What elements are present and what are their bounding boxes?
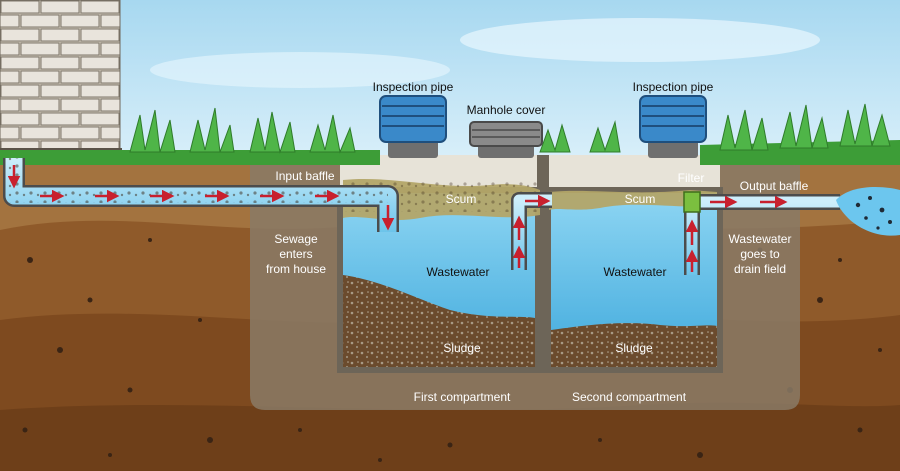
sludge-first	[343, 275, 535, 367]
drain-field-particles	[855, 196, 892, 230]
cloud	[460, 18, 820, 62]
first-compartment-label: First compartment	[414, 390, 511, 404]
output-baffle-label: Output baffle	[740, 179, 809, 193]
sewage-label-line1: Sewage	[274, 232, 318, 246]
wastewater-label-first: Wastewater	[427, 265, 490, 279]
scum-label-second: Scum	[625, 192, 656, 206]
second-compartment-label: Second compartment	[572, 390, 687, 404]
wastewater-label-second: Wastewater	[604, 265, 667, 279]
filter	[683, 191, 701, 213]
ground-left	[0, 150, 380, 165]
sewage-label-line2: enters	[279, 247, 312, 261]
inspection-pipe-right-label: Inspection pipe	[633, 80, 714, 94]
outlet-flow-arrows	[685, 195, 788, 272]
sewage-label-line3: from house	[266, 262, 326, 276]
scum-label-first: Scum	[446, 192, 477, 206]
inspection-pipe-left-label: Inspection pipe	[373, 80, 454, 94]
inspection-pipe-right	[639, 95, 707, 158]
grass-tufts	[129, 103, 891, 154]
drain-label-line2: goes to	[740, 247, 780, 261]
sludge-label-first: Sludge	[443, 341, 481, 355]
scum-layer-second	[549, 190, 717, 210]
inlet-flow-arrows	[7, 165, 395, 231]
sludge-second	[551, 323, 717, 367]
house-wall	[0, 0, 121, 151]
manhole-cover	[469, 121, 543, 158]
transfer-flow-arrows	[512, 194, 551, 268]
cloud	[150, 52, 450, 88]
drain-field-outflow	[836, 187, 900, 236]
drain-label-line3: drain field	[734, 262, 786, 276]
drain-label-line1: Wastewater	[729, 232, 792, 246]
sludge-label-second: Sludge	[615, 341, 653, 355]
soil-layer-bottom	[0, 402, 900, 471]
manhole-cover-label: Manhole cover	[467, 103, 546, 117]
filter-label: Filter	[678, 171, 705, 185]
input-baffle-label: Input baffle	[275, 169, 334, 183]
inspection-pipe-left	[379, 95, 447, 158]
